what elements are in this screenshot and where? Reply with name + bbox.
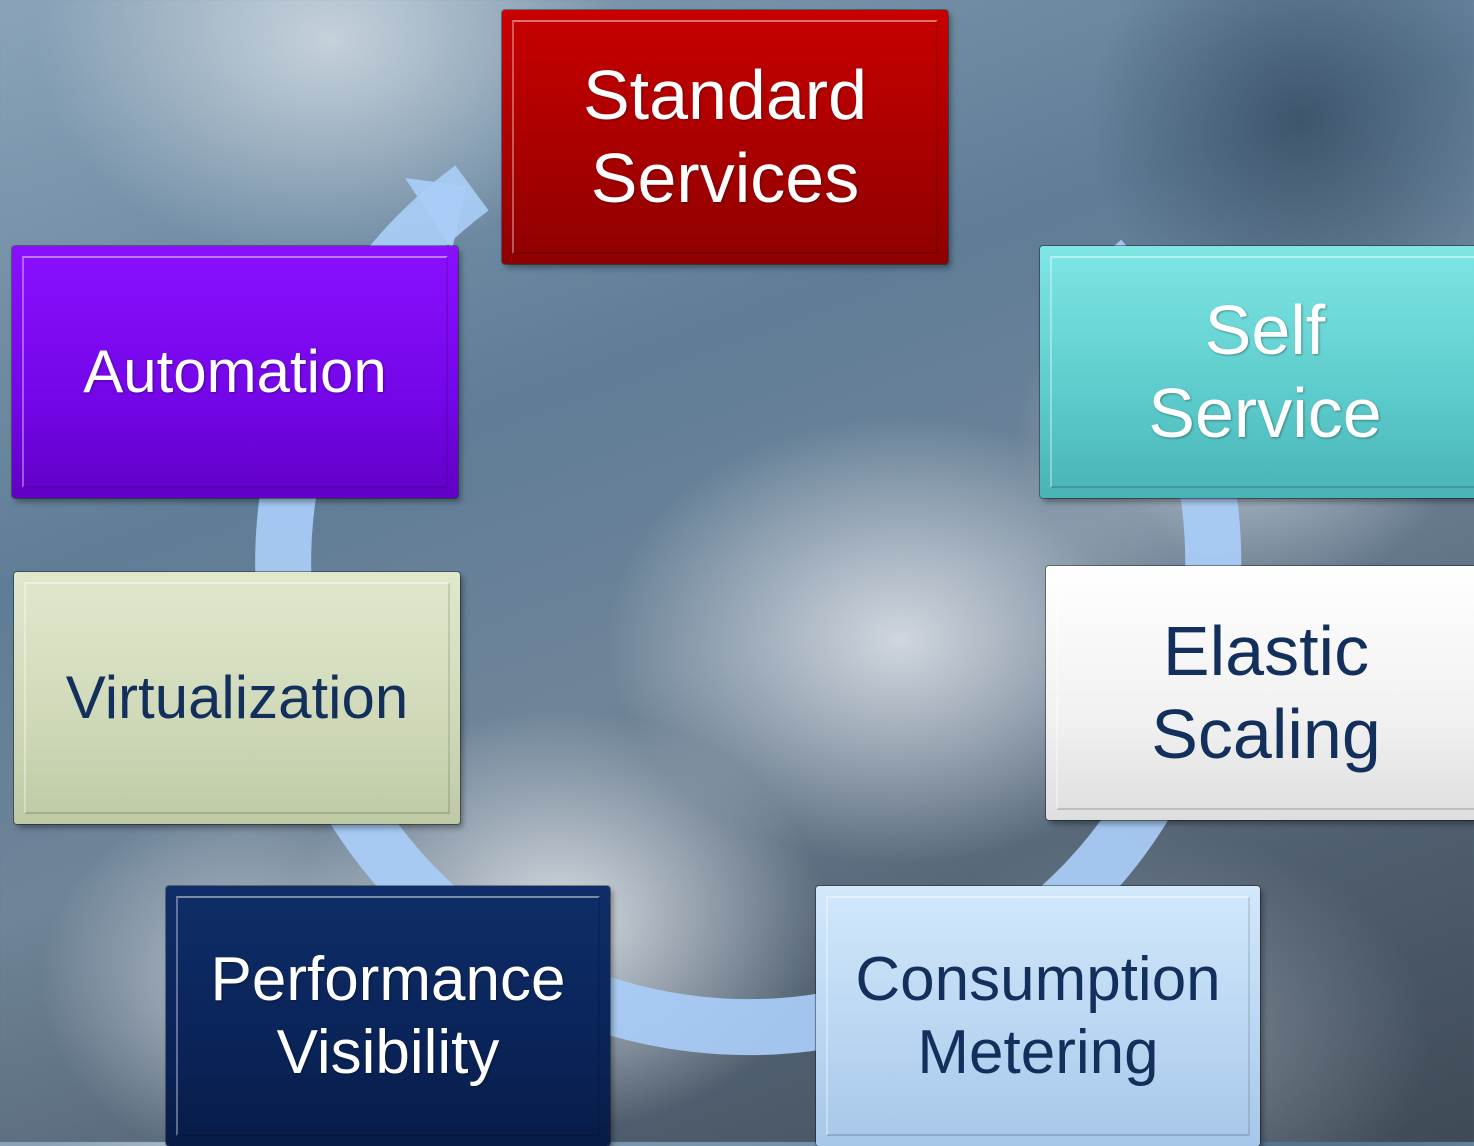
- step-label: Standard Services: [582, 56, 868, 217]
- step-label: Elastic Scaling: [1151, 612, 1381, 773]
- step-self-service: Self Service: [1040, 246, 1474, 498]
- step-label: Consumption Metering: [855, 944, 1221, 1087]
- step-virtualization: Virtualization: [14, 572, 460, 824]
- step-label: Performance Visibility: [210, 944, 566, 1087]
- step-label: Self Service: [1148, 291, 1382, 452]
- step-standard-services: Standard Services: [502, 10, 948, 264]
- step-label: Virtualization: [65, 663, 409, 731]
- step-consumption-metering: Consumption Metering: [816, 886, 1260, 1146]
- step-elastic-scaling: Elastic Scaling: [1046, 566, 1474, 820]
- step-label: Automation: [83, 337, 387, 405]
- step-performance-visibility: Performance Visibility: [166, 886, 610, 1146]
- step-automation: Automation: [12, 246, 458, 498]
